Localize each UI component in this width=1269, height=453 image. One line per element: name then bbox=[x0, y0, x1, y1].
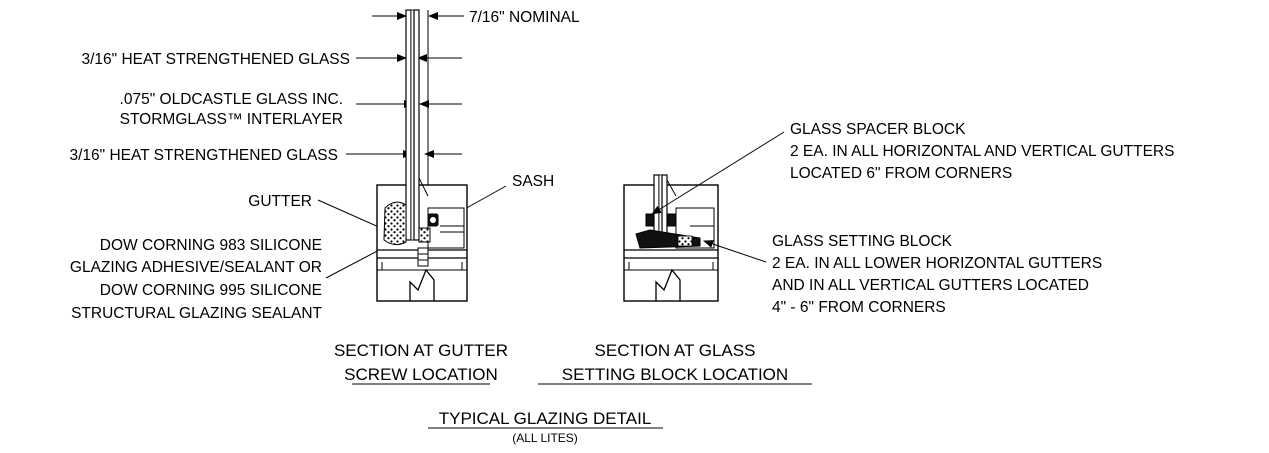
sealant-label-line4: STRUCTURAL GLAZING SEALANT bbox=[71, 305, 322, 322]
interlayer-label-line2: STORMGLASS™ INTERLAYER bbox=[120, 111, 343, 128]
spacer-block-label-line2: 2 EA. IN ALL HORIZONTAL AND VERTICAL GUT… bbox=[790, 143, 1174, 160]
detail-subtitle: (ALL LITES) bbox=[512, 431, 578, 445]
outer-glass-label: 3/16" HEAT STRENGTHENED GLASS bbox=[81, 51, 350, 68]
setting-block-label-line1: GLASS SETTING BLOCK bbox=[772, 233, 953, 250]
right-caption-line2: SETTING BLOCK LOCATION bbox=[562, 365, 788, 384]
inner-glass-label: 3/16" HEAT STRENGTHENED GLASS bbox=[69, 147, 338, 164]
setting-block-label-line3: AND IN ALL VERTICAL GUTTERS LOCATED bbox=[772, 277, 1089, 294]
section-at-gutter-screw bbox=[376, 9, 468, 302]
nominal-dimension-label: 7/16" NOMINAL bbox=[469, 9, 580, 26]
right-callouts: GLASS SPACER BLOCK 2 EA. IN ALL HORIZONT… bbox=[651, 121, 1174, 316]
nominal-dimension: 7/16" NOMINAL bbox=[372, 9, 580, 190]
spacer-block-label-line3: LOCATED 6" FROM CORNERS bbox=[790, 165, 1012, 182]
left-caption-line2: SCREW LOCATION bbox=[344, 365, 498, 384]
sash-label: SASH bbox=[512, 173, 554, 190]
detail-title-block: TYPICAL GLAZING DETAIL (ALL LITES) bbox=[428, 409, 663, 445]
sealant-label-line1: DOW CORNING 983 SILICONE bbox=[100, 237, 322, 254]
setting-block-label-line4: 4" - 6" FROM CORNERS bbox=[772, 299, 946, 316]
right-caption-line1: SECTION AT GLASS bbox=[595, 341, 756, 360]
spacer-block-label-line1: GLASS SPACER BLOCK bbox=[790, 121, 966, 138]
setting-block-label-line2: 2 EA. IN ALL LOWER HORIZONTAL GUTTERS bbox=[772, 255, 1102, 272]
section-at-setting-block bbox=[623, 174, 719, 302]
interlayer-label-line1: .075" OLDCASTLE GLASS INC. bbox=[120, 91, 343, 108]
gutter-label: GUTTER bbox=[248, 193, 312, 210]
sealant-label-line2: GLAZING ADHESIVE/SEALANT OR bbox=[70, 259, 322, 276]
section-captions: SECTION AT GUTTER SCREW LOCATION SECTION… bbox=[334, 341, 812, 385]
left-caption-line1: SECTION AT GUTTER bbox=[334, 341, 508, 360]
left-callouts: 3/16" HEAT STRENGTHENED GLASS .075" OLDC… bbox=[69, 51, 554, 322]
detail-title: TYPICAL GLAZING DETAIL bbox=[439, 409, 652, 428]
sealant-label-line3: DOW CORNING 995 SILICONE bbox=[100, 282, 322, 299]
